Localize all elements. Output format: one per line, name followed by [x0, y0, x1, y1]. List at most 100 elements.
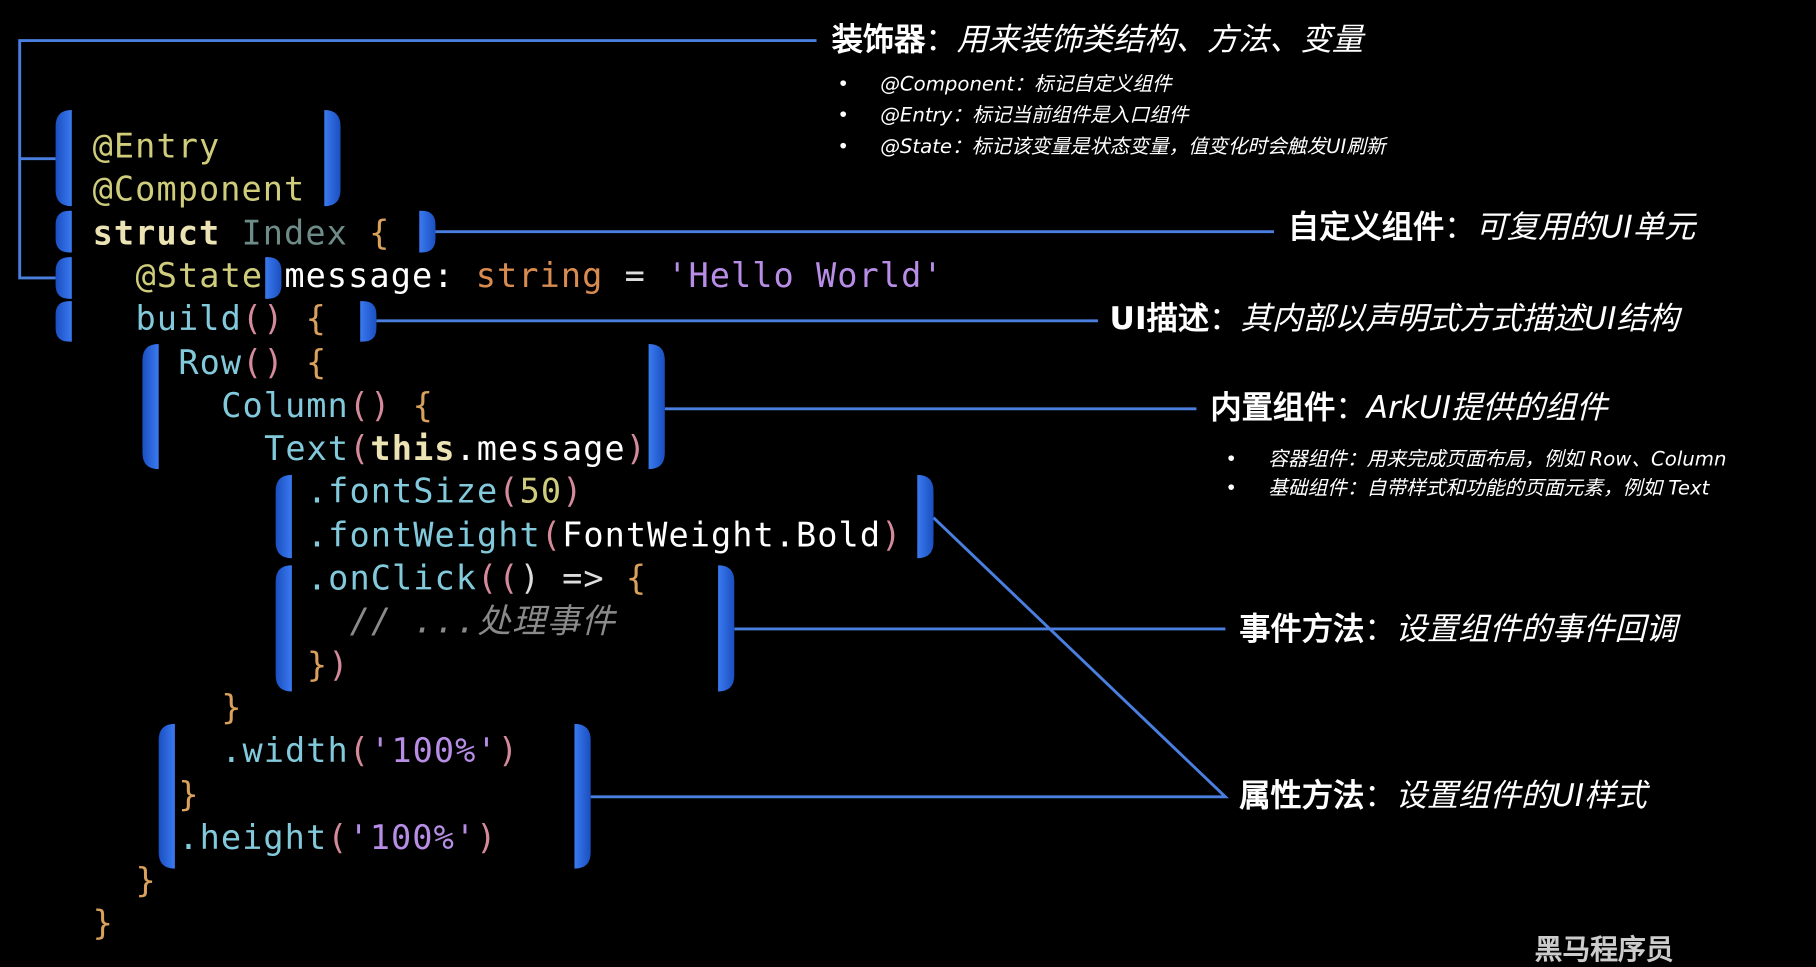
bracket-right [718, 565, 735, 692]
code-token: this [370, 428, 456, 469]
code-token: Text [264, 428, 350, 469]
custom-component-annotation: 自定义组件：可复用的UI单元 [1287, 209, 1696, 246]
code-token: ) [476, 817, 498, 857]
code-token: '100%' [370, 731, 498, 771]
code-token: } [178, 774, 200, 814]
watermark: 黑马程序员 [1534, 933, 1674, 966]
code-line: .fontWeight(FontWeight.Bold) [307, 514, 902, 557]
code-token: ) => [519, 558, 626, 598]
code-line: }) [307, 643, 350, 686]
code-token: } [306, 644, 329, 685]
code-token: ( [498, 471, 520, 512]
code-token: } [92, 903, 114, 944]
code-token: { [625, 558, 648, 598]
code-token: ) [328, 644, 350, 685]
bracket-left [158, 723, 175, 869]
code-line: Row() { [178, 341, 327, 384]
code-token: @Entry [92, 126, 221, 166]
code-line: .width('100%') [221, 730, 519, 773]
attribute-line [590, 516, 1229, 799]
event-method-annotation: 事件方法：设置组件的事件回调 [1239, 611, 1678, 648]
code-token: .message [455, 428, 626, 469]
code-token: Index [220, 212, 370, 253]
code-token: 'Hello World' [667, 255, 944, 296]
code-line: } [93, 903, 114, 946]
bracket-left [55, 257, 72, 299]
code-line: } [221, 687, 242, 730]
code-token: 50 [519, 471, 563, 512]
bracket-left [142, 343, 159, 470]
code-line: // ...处理事件 [350, 600, 616, 643]
bracket-left [275, 565, 292, 692]
ui-description-annotation: UI描述：其内部以声明式方式描述UI结构 [1109, 301, 1680, 338]
attribute-method-annotation: 属性方法：设置组件的UI样式 [1239, 778, 1647, 815]
code-line: Text(this.message) [264, 427, 647, 470]
code-line: struct Index { [93, 211, 391, 254]
builtin-component-annotation: 内置组件：ArkUI提供的组件 [1210, 390, 1608, 427]
code-token: .fontWeight [306, 515, 541, 555]
code-line: .onClick(() => { [307, 557, 647, 600]
bracket-left [55, 301, 72, 342]
bracket-right [917, 474, 934, 559]
code-token: @State [135, 255, 264, 296]
bracket-left [275, 474, 292, 559]
code-token: message: [263, 255, 476, 296]
builtin-bullet: •容器组件：用来完成页面布局，例如 Row、Column [1225, 448, 1727, 472]
builtin-bullet: •基础组件：自带样式和功能的页面元素，例如 Text [1225, 477, 1710, 501]
code-token: // ...处理事件 [349, 601, 616, 641]
code-token: { [284, 342, 328, 382]
code-token: Row [178, 342, 243, 382]
code-token: ) [625, 428, 647, 469]
code-token: } [135, 860, 157, 901]
code-token: .width [221, 731, 349, 771]
code-line: Column() { [221, 384, 434, 427]
code-token: Column [221, 385, 349, 425]
code-token: '100%' [348, 817, 477, 857]
code-line: } [178, 773, 199, 816]
code-line: .fontSize(50) [307, 471, 584, 514]
bracket-left [55, 210, 72, 253]
code-token: { [391, 385, 434, 425]
code-token: ( [349, 428, 371, 469]
code-token: = [603, 255, 668, 296]
code-token: build [135, 299, 242, 339]
decorator-bullet: •@Component：标记自定义组件 [837, 72, 1172, 97]
bracket-right [324, 110, 341, 207]
bracket-left [55, 110, 72, 207]
connector-lines [18, 39, 1275, 869]
code-token: ) [497, 731, 519, 771]
code-token: } [221, 687, 243, 728]
bracket-right [648, 343, 665, 470]
code-token: .height [178, 817, 328, 857]
bracket-right [360, 301, 377, 342]
decorator-bullet: •@Entry：标记当前组件是入口组件 [837, 104, 1189, 128]
code-line: build() { [136, 298, 327, 341]
code-token: .fontSize [306, 471, 499, 512]
code-token: { [369, 212, 391, 253]
code-line: @Component [93, 168, 306, 211]
code-token: struct [92, 212, 221, 253]
code-line: .height('100%') [178, 816, 497, 859]
code-token: @Component [92, 169, 306, 209]
bracket-right [574, 723, 591, 869]
code-token: () [241, 299, 285, 339]
code-line: } [136, 859, 157, 902]
code-token: ( [540, 515, 563, 555]
code-token: string [475, 255, 604, 296]
code-token: ) [562, 471, 584, 512]
code-token: () [348, 385, 392, 425]
code-token: ( [348, 731, 371, 771]
code-token: .onClick [306, 558, 478, 598]
decorator-bullet: •@State：标记该变量是状态变量，值变化时会触发UI刷新 [837, 135, 1386, 159]
code-token: ( [327, 817, 349, 857]
code-token: FontWeight.Bold [562, 515, 882, 555]
code-line: @Entry [93, 125, 221, 168]
decorator-line [18, 39, 817, 280]
bracket-right [265, 257, 282, 299]
code-token: () [242, 342, 285, 382]
code-token: ) [881, 515, 903, 555]
code-token: (( [477, 558, 520, 598]
decorator-annotation: 装饰器：用来装饰类结构、方法、变量 [831, 22, 1364, 58]
code-line: @State message: string = 'Hello World' [136, 255, 944, 298]
